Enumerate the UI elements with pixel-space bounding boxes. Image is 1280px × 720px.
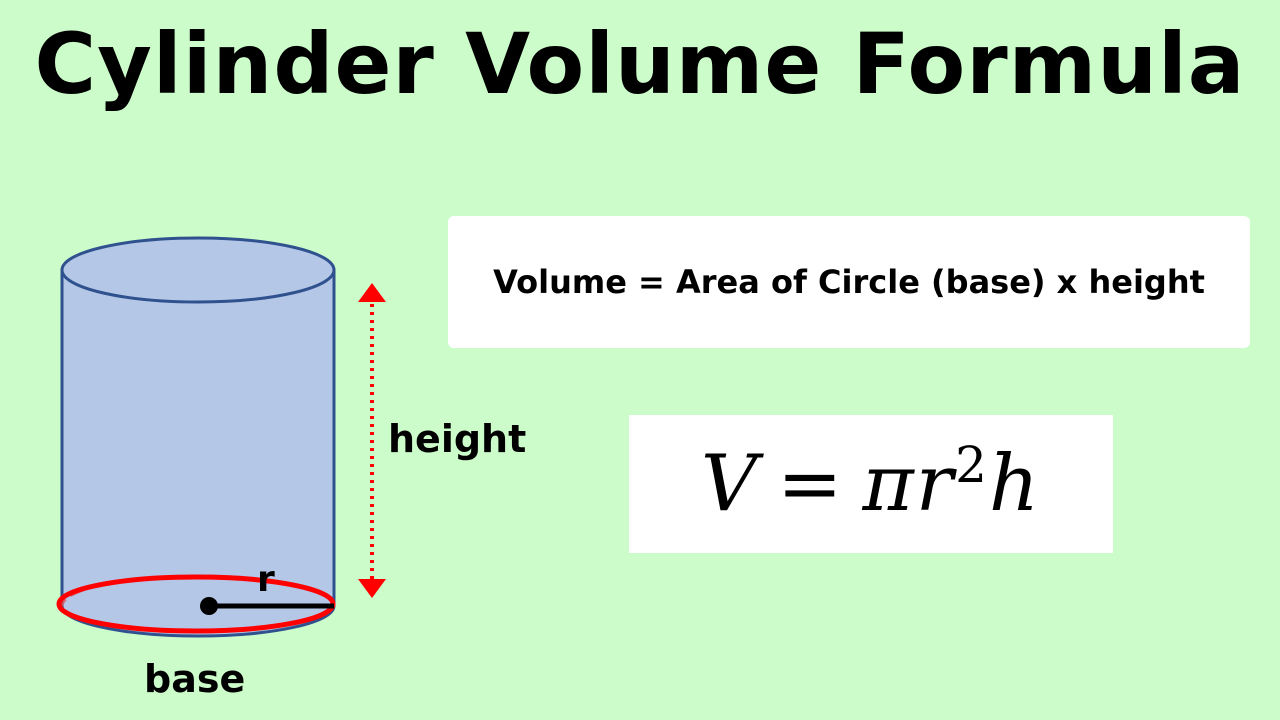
center-point <box>200 597 218 615</box>
radius-label: r <box>257 559 275 600</box>
formula-lhs: V <box>700 439 760 529</box>
formula-exponent: 2 <box>955 436 989 494</box>
height-arrow-bottom-head <box>358 579 386 598</box>
height-arrow-top-head <box>358 283 386 302</box>
cylinder-top <box>60 236 336 304</box>
word-formula-text: Volume = Area of Circle (base) x height <box>493 263 1205 301</box>
cylinder-body <box>60 268 336 638</box>
base-label: base <box>144 657 246 701</box>
word-formula-box: Volume = Area of Circle (base) x height <box>448 216 1250 348</box>
volume-formula: V=πr2h <box>701 439 1041 529</box>
height-label: height <box>388 417 527 461</box>
page-title: Cylinder Volume Formula <box>34 15 1246 113</box>
formula-equals: = <box>777 439 845 529</box>
formula-rhs-base: πr <box>862 439 956 529</box>
formula-box: V=πr2h <box>629 415 1113 553</box>
formula-rhs-tail: h <box>988 439 1042 529</box>
